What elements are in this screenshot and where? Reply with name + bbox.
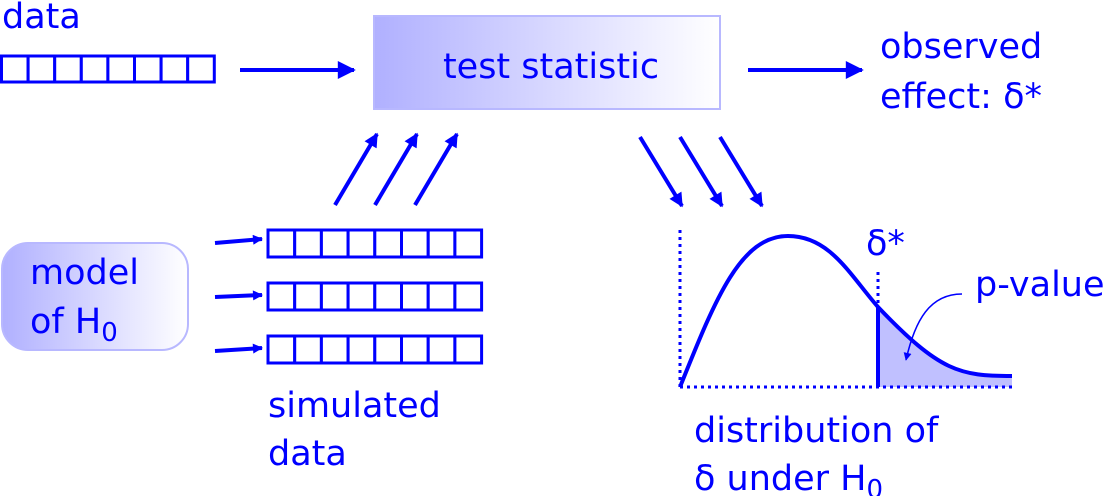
array-cell bbox=[266, 281, 297, 312]
distribution-curve bbox=[678, 233, 1013, 388]
arrow-model-to-sim bbox=[214, 234, 263, 245]
array-cell bbox=[186, 54, 216, 84]
simulated-array bbox=[266, 281, 484, 312]
array-cell bbox=[106, 54, 137, 84]
array-cell bbox=[266, 334, 297, 365]
array-cell bbox=[293, 334, 323, 365]
simulated-array bbox=[266, 228, 484, 259]
array-cell bbox=[453, 281, 484, 312]
p-value-area bbox=[878, 307, 1012, 387]
array-cell bbox=[0, 54, 30, 84]
test-statistic-box bbox=[373, 15, 721, 110]
array-cell bbox=[400, 334, 430, 365]
test-statistic-label: test statistic bbox=[443, 47, 659, 87]
p-value-label: p-value bbox=[975, 265, 1105, 305]
array-cell bbox=[319, 281, 350, 312]
array-cell bbox=[400, 281, 430, 312]
array-cell bbox=[26, 54, 57, 84]
array-cell bbox=[453, 228, 484, 259]
arrow-model-to-sim bbox=[214, 290, 263, 301]
data-array bbox=[0, 54, 216, 84]
data-label: data bbox=[2, 0, 81, 37]
array-cell bbox=[293, 228, 323, 259]
simulated-array bbox=[266, 334, 484, 365]
arrow-statistic-to-distribution bbox=[718, 135, 764, 208]
array-cell bbox=[293, 281, 323, 312]
delta-star-label: δ* bbox=[866, 224, 905, 264]
array-cell bbox=[400, 228, 430, 259]
array-cell bbox=[53, 54, 83, 84]
observed-label-line2: effect: δ* bbox=[880, 77, 1042, 117]
simulated-label-line2: data bbox=[268, 434, 347, 474]
array-cell bbox=[159, 54, 190, 84]
array-cell bbox=[426, 334, 457, 365]
arrow-model-to-sim bbox=[214, 343, 263, 354]
distribution-label-line2: δ under H0 bbox=[694, 459, 883, 496]
arrow-sim-to-statistic bbox=[373, 132, 419, 207]
array-cell bbox=[319, 334, 350, 365]
distribution-label-line1: distribution of bbox=[694, 411, 939, 451]
arrow-sim-to-statistic bbox=[413, 132, 459, 207]
array-cell bbox=[373, 281, 403, 312]
array-cell bbox=[373, 228, 403, 259]
array-cell bbox=[266, 228, 297, 259]
array-cell bbox=[79, 54, 110, 84]
model-box bbox=[1, 242, 189, 351]
simulated-label-line1: simulated bbox=[268, 386, 441, 426]
array-cell bbox=[426, 281, 457, 312]
array-cell bbox=[346, 228, 377, 259]
arrow-statistic-to-distribution bbox=[638, 135, 684, 208]
model-label-line2: of H0 bbox=[30, 302, 118, 348]
array-cell bbox=[373, 334, 403, 365]
array-cell bbox=[453, 334, 484, 365]
observed-label-line1: observed bbox=[880, 27, 1042, 67]
array-cell bbox=[346, 281, 377, 312]
model-label-line1: model bbox=[30, 253, 139, 293]
arrow-sim-to-statistic bbox=[333, 132, 379, 207]
array-cell bbox=[133, 54, 163, 84]
array-cell bbox=[346, 334, 377, 365]
array-cell bbox=[426, 228, 457, 259]
arrow-statistic-to-distribution bbox=[678, 135, 724, 208]
p-value-pointer bbox=[903, 293, 963, 361]
array-cell bbox=[319, 228, 350, 259]
